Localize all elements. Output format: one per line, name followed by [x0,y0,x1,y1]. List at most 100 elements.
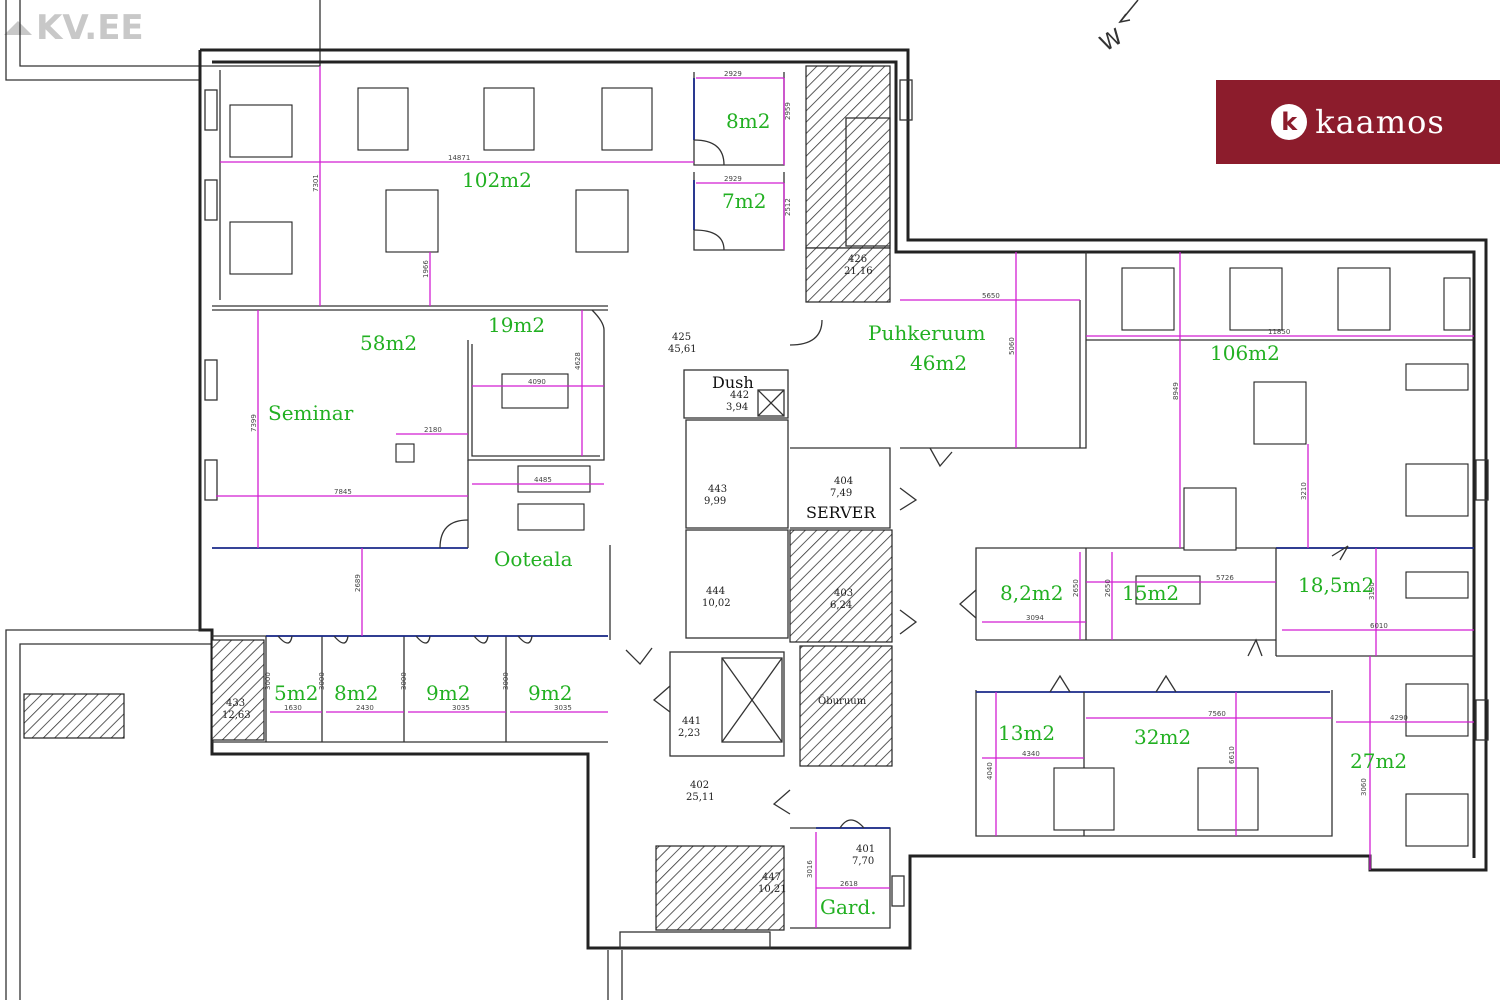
dimension-label: 7845 [334,488,352,496]
dimension-label: 4040 [986,762,994,780]
dimension-label: 14871 [448,154,470,162]
room-number-433: 433 [226,698,245,709]
dimension-label: 1630 [284,704,302,712]
area-8b: 8m2 [334,681,378,705]
stairs-and-shafts [23,65,893,931]
dimension-label: 4628 [574,352,582,370]
furniture [229,87,1471,847]
dimension-label: 2959 [784,102,792,120]
north-arrow-icon: W [1096,0,1139,57]
room-area-425: 45,61 [668,344,697,355]
room-area-402: 25,11 [686,792,715,803]
room-number-402: 402 [690,780,709,791]
dimension-label: 3035 [554,704,572,712]
dimension-label: 2929 [724,175,742,183]
area-9b: 9m2 [528,681,572,705]
room-area-442: 3,94 [726,402,748,413]
dimension-label: 2929 [724,70,742,78]
dimension-label: 3000 [264,672,272,690]
doors [233,139,1349,829]
dimension-label: 6610 [1228,746,1236,764]
puhkeruum-label: Puhkeruum [868,321,985,345]
dimension-label: 2618 [840,880,858,888]
room-area-403: 6,24 [830,600,852,611]
dimension-label: 8949 [1172,382,1180,400]
dimension-label: 11850 [1268,328,1290,336]
room-number-403: 403 [834,588,853,599]
dimension-label: 3130 [1368,582,1376,600]
room-number-426: 426 [848,254,867,265]
oburuum-label: Öburuum [818,695,867,707]
ooteala-label: Ooteala [494,547,573,571]
dimension-label: 4290 [1390,714,1408,722]
room-area-401: 7,70 [852,856,874,867]
dimension-label: 2650 [1104,579,1112,597]
dimension-label: 1966 [422,260,430,278]
room-area-447: 10,21 [758,884,787,895]
dimension-lines [216,66,1474,928]
area-labels: 102m2 8m2 7m2 58m2 19m2 Seminar Ooteala … [268,109,1407,919]
dimension-label: 5060 [1008,337,1016,355]
area-5: 5m2 [274,681,318,705]
dimension-label: 5650 [982,292,1000,300]
kaamos-brand-banner: k kaamos [1216,80,1500,164]
area-9a: 9m2 [426,681,470,705]
dimension-label: 6010 [1370,622,1388,630]
area-8a: 8m2 [726,109,770,133]
dimension-label: 4090 [528,378,546,386]
gard-label: Gard. [820,895,877,919]
surrounding-walls [5,0,623,1000]
room-number-444: 444 [706,586,725,597]
dush-label: Dush [712,373,754,392]
dimension-label: 3035 [452,704,470,712]
area-18-5: 18,5m2 [1298,573,1374,597]
room-number-441: 441 [682,716,701,727]
area-58: 58m2 [360,331,417,355]
room-number-447: 447 [762,872,781,883]
room-number-404: 404 [834,476,853,487]
area-19: 19m2 [488,313,545,337]
brand-name: kaamos [1315,103,1445,141]
room-area-426: 21,16 [844,266,873,277]
dimension-label: 3000 [318,672,326,690]
watermark-text: KV.EE [36,8,144,48]
area-46: 46m2 [910,351,967,375]
room-number-442: 442 [730,390,749,401]
room-area-441: 2,23 [678,728,700,739]
dimension-label: 3094 [1026,614,1044,622]
seminar-label: Seminar [268,401,354,425]
room-area-444: 10,02 [702,598,731,609]
dimension-label: 2650 [1072,579,1080,597]
dimension-label: 3060 [1360,778,1368,796]
dimension-label: 3016 [806,860,814,878]
room-number-401: 401 [856,844,875,855]
svg-text:W: W [1096,24,1128,57]
area-15: 15m2 [1122,581,1179,605]
kv-ee-watermark: KV.EE [4,8,144,48]
dimension-label: 7560 [1208,710,1226,718]
dimension-label: 5726 [1216,574,1234,582]
dimension-label: 2180 [424,426,442,434]
room-number-443: 443 [708,484,727,495]
dimension-label: 2430 [356,704,374,712]
dimension-labels: 2929295914871292925127301196646284090218… [250,70,1408,888]
dimension-label: 4340 [1022,750,1040,758]
area-27: 27m2 [1350,749,1407,773]
interior-partitions [212,72,1474,929]
room-area-433: 12,63 [222,710,251,721]
dimension-label: 2689 [354,574,362,592]
dimension-label: 7301 [312,174,320,192]
kaamos-logo-icon: k [1271,104,1308,140]
server-label: SERVER [806,503,876,522]
room-area-443: 9,99 [704,496,726,507]
area-32: 32m2 [1134,725,1191,749]
area-13: 13m2 [998,721,1055,745]
house-icon [4,21,32,35]
dimension-label: 4485 [534,476,552,484]
room-text-labels: Dush SERVER Öburuum [712,373,876,707]
dimension-label: 7399 [250,414,258,432]
dimension-label: 3000 [502,672,510,690]
room-number-425: 425 [672,332,691,343]
